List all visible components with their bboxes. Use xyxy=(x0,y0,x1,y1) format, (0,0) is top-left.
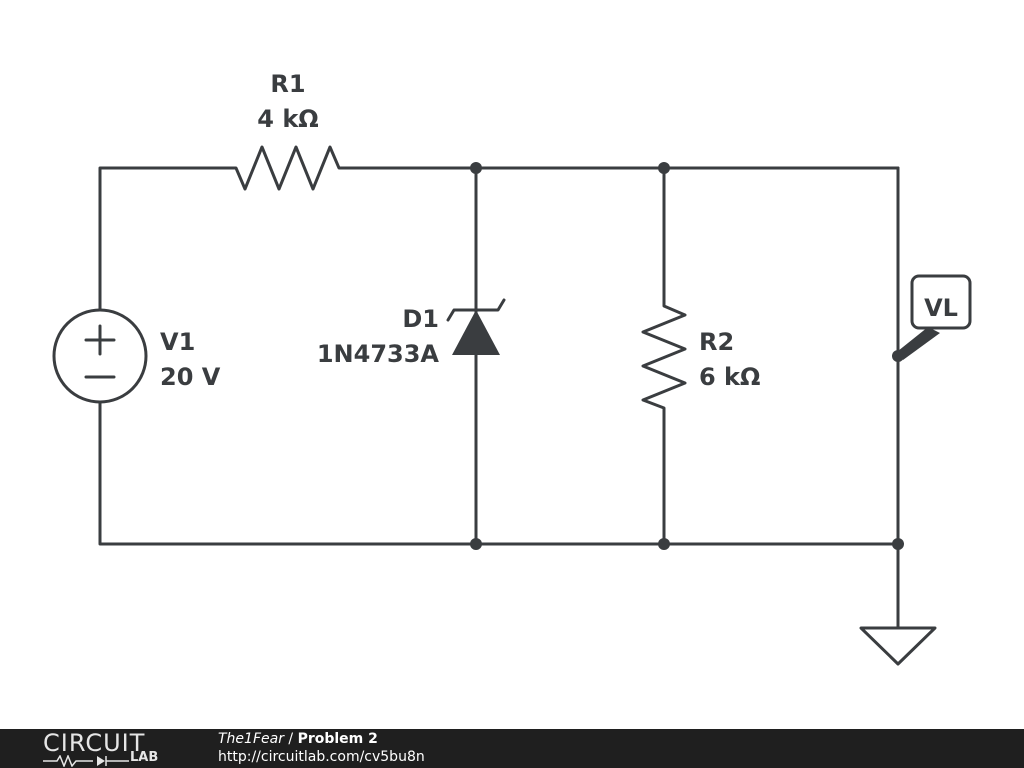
r1-value: 4 kΩ xyxy=(257,105,318,133)
voltage-probe-vl[interactable]: VL xyxy=(892,274,972,362)
d1-name: D1 xyxy=(402,305,439,333)
r1-name: R1 xyxy=(270,70,305,98)
r2-value: 6 kΩ xyxy=(699,363,760,391)
d1-value: 1N4733A xyxy=(317,340,440,368)
footer-title-line: The1Fear / Problem 2 xyxy=(218,731,378,748)
author-link[interactable]: The1Fear xyxy=(218,731,284,747)
resistor-r2[interactable] xyxy=(641,296,687,412)
r2-name: R2 xyxy=(699,328,734,356)
ground-symbol xyxy=(859,626,937,666)
title-separator: / xyxy=(283,731,298,747)
circuitlab-logo-text[interactable]: CIRCUIT xyxy=(43,729,146,757)
footer-bar: CIRCUIT LAB The1Fear / Problem 2 http://… xyxy=(0,729,1024,768)
circuit-title: Problem 2 xyxy=(297,731,378,747)
probe-label: VL xyxy=(924,294,958,322)
junction-nodes xyxy=(470,162,904,550)
circuitlab-logo-icon xyxy=(43,755,129,767)
v1-name: V1 xyxy=(160,328,195,356)
circuit-url-link[interactable]: http://circuitlab.com/cv5bu8n xyxy=(218,749,425,765)
circuitlab-logo-lab: LAB xyxy=(130,750,159,765)
zener-diode-d1[interactable] xyxy=(446,298,506,355)
wires xyxy=(98,166,900,630)
voltage-source-v1[interactable] xyxy=(52,308,148,404)
circuit-schematic: VL R1 4 kΩ V1 20 V D1 1N4733A R2 6 kΩ xyxy=(52,70,972,666)
resistor-r1[interactable] xyxy=(223,145,355,191)
v1-value: 20 V xyxy=(160,363,221,391)
